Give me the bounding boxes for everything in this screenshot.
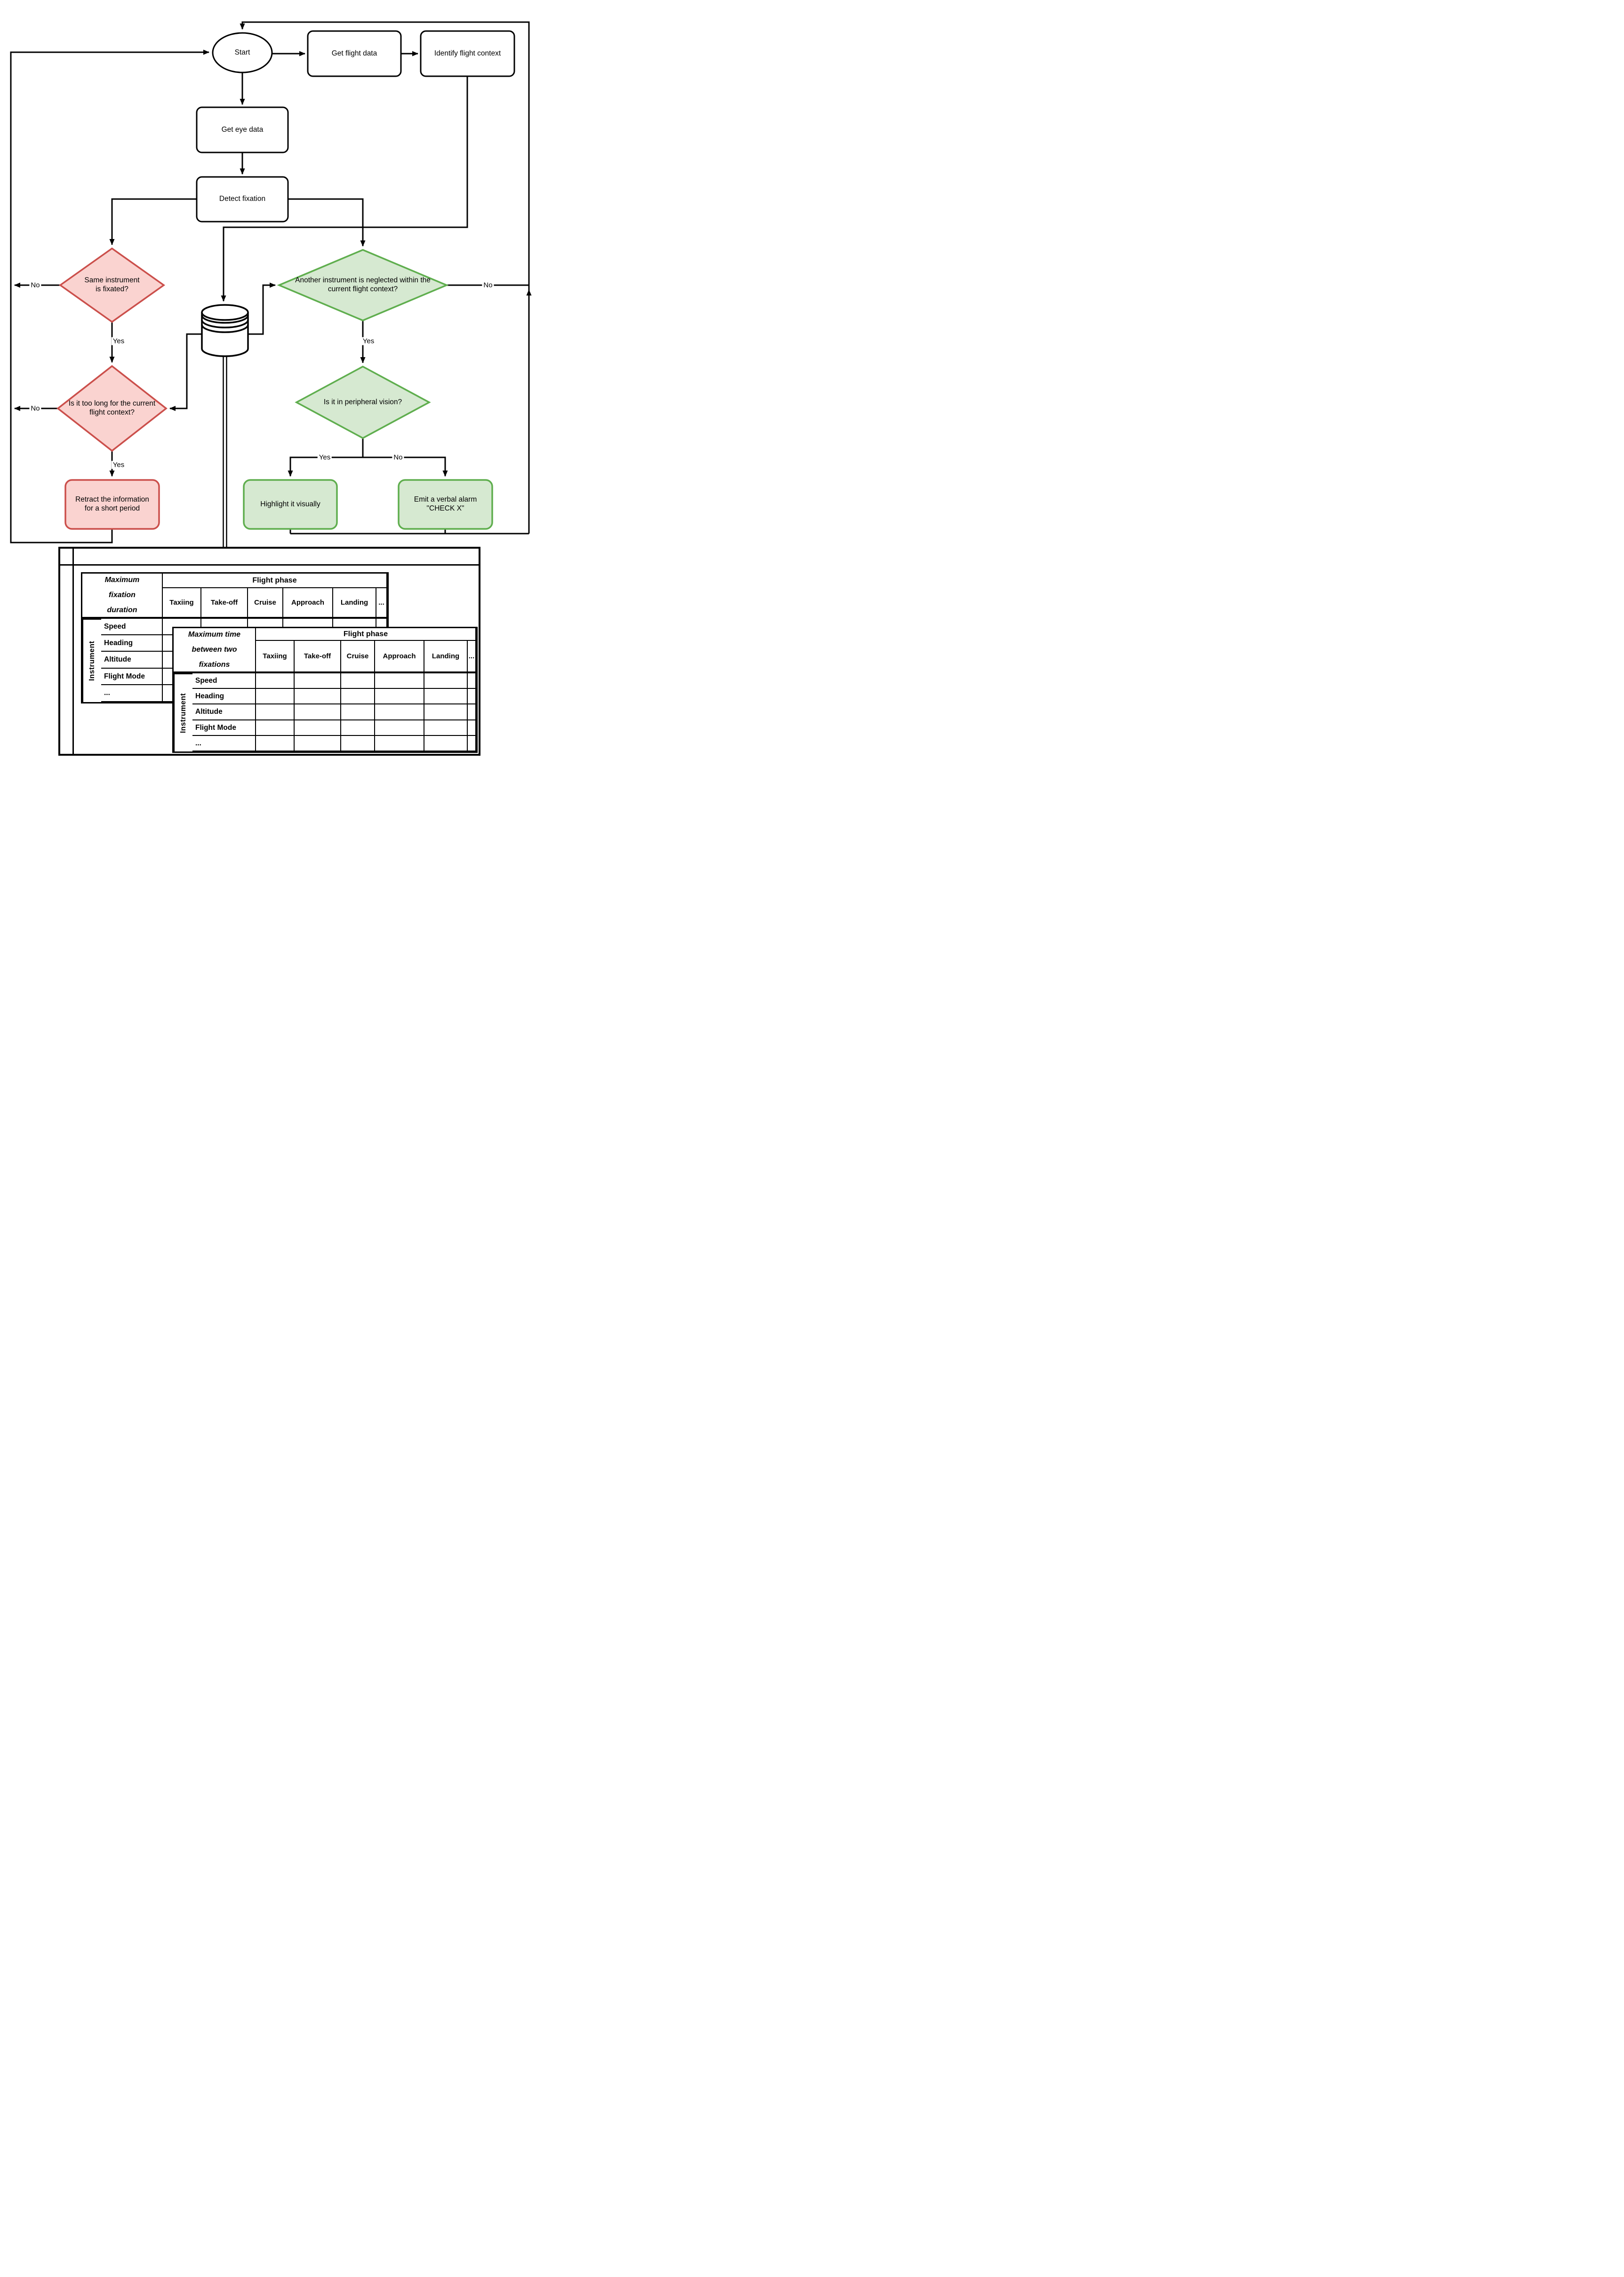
- label-no-too-long: No: [29, 404, 41, 413]
- table2-row-heading: Heading: [192, 689, 256, 704]
- table-empty-cell: [256, 689, 295, 704]
- table1-col-more: ...: [376, 588, 387, 619]
- table-empty-cell: [375, 736, 424, 751]
- table-empty-cell: [468, 673, 476, 689]
- get-eye-data-node: [196, 106, 289, 153]
- detect-fixation-node: [196, 176, 289, 223]
- edge-identify-to-database: [221, 76, 468, 302]
- table1-instrument-header: Instrument: [82, 619, 101, 702]
- table-empty-cell: [295, 720, 341, 736]
- table2-corner-title: Maximum time between two fixations: [174, 628, 256, 673]
- table1-flight-phase-header: Flight phase: [163, 574, 387, 588]
- table-empty-cell: [256, 704, 295, 720]
- table1-row-speed: Speed: [101, 619, 163, 635]
- decision-another-instrument: [277, 249, 449, 321]
- decision-peripheral-vision: [295, 366, 431, 439]
- flowchart-canvas: [10, 21, 532, 547]
- table1-col-takeoff: Take-off: [201, 588, 248, 619]
- table-empty-cell: [341, 720, 375, 736]
- get-flight-data-node: [307, 30, 402, 77]
- table-empty-cell: [256, 673, 295, 689]
- table-time-between-fixations: Maximum time between two fixations Fligh…: [172, 627, 478, 753]
- table-empty-cell: [424, 720, 468, 736]
- table-empty-cell: [424, 689, 468, 704]
- table-empty-cell: [424, 673, 468, 689]
- table-empty-cell: [341, 673, 375, 689]
- table-empty-cell: [424, 704, 468, 720]
- table2-row-speed: Speed: [192, 673, 256, 689]
- table-empty-cell: [341, 689, 375, 704]
- edge-database-to-too-long: [169, 333, 202, 411]
- table-empty-cell: [468, 736, 476, 751]
- table-empty-cell: [256, 720, 295, 736]
- table2-instrument-header: Instrument: [174, 673, 192, 751]
- table-empty-cell: [424, 736, 468, 751]
- label-yes-another-instrument: Yes: [361, 337, 376, 345]
- label-yes-peripheral: Yes: [317, 453, 332, 462]
- database-icon: [201, 304, 249, 357]
- decision-same-instrument: [58, 247, 166, 323]
- retract-information-node: [64, 479, 160, 530]
- decision-too-long: [56, 365, 168, 452]
- table2-col-cruise: Cruise: [341, 641, 375, 673]
- table-empty-cell: [295, 736, 341, 751]
- table2-row-flightmode: Flight Mode: [192, 720, 256, 736]
- table-empty-cell: [341, 736, 375, 751]
- table1-col-cruise: Cruise: [248, 588, 283, 619]
- emit-alarm-node: [398, 479, 493, 530]
- table2-col-takeoff: Take-off: [295, 641, 341, 673]
- table-empty-cell: [375, 720, 424, 736]
- nodes: [56, 30, 515, 530]
- table1-row-heading: Heading: [101, 635, 163, 652]
- table2-col-more: ...: [468, 641, 476, 673]
- table2-row-more: ...: [192, 736, 256, 751]
- table-empty-cell: [341, 704, 375, 720]
- table2-col-landing: Landing: [424, 641, 468, 673]
- start-node: [212, 32, 273, 73]
- table1-col-landing: Landing: [333, 588, 376, 619]
- table2-col-approach: Approach: [375, 641, 424, 673]
- edge-detect-to-another-instrument: [288, 198, 366, 247]
- table-empty-cell: [295, 704, 341, 720]
- table-empty-cell: [256, 736, 295, 751]
- table2-flight-phase-header: Flight phase: [256, 628, 476, 641]
- edge-detect-to-same-instrument: [109, 198, 197, 245]
- edge-peripheral-yes: [288, 456, 363, 477]
- table-empty-cell: [468, 720, 476, 736]
- label-no-peripheral: No: [392, 453, 404, 462]
- label-yes-too-long: Yes: [111, 461, 126, 469]
- table2-row-altitude: Altitude: [192, 704, 256, 720]
- table1-col-approach: Approach: [283, 588, 333, 619]
- panel-left-divider: [72, 549, 74, 754]
- table1-row-flightmode: Flight Mode: [101, 669, 163, 685]
- table-empty-cell: [468, 704, 476, 720]
- database-table-link: [223, 356, 227, 547]
- table-empty-cell: [375, 673, 424, 689]
- table-empty-cell: [468, 689, 476, 704]
- connectors: [10, 21, 532, 543]
- table1-row-altitude: Altitude: [101, 652, 163, 669]
- label-no-same-instrument: No: [29, 281, 41, 289]
- label-yes-same-instrument: Yes: [111, 337, 126, 345]
- flowchart-page: Start Get flight data Identify flight co…: [0, 0, 541, 759]
- table1-row-more: ...: [101, 685, 163, 702]
- panel-top-divider: [60, 564, 479, 566]
- table-empty-cell: [375, 704, 424, 720]
- table-empty-cell: [375, 689, 424, 704]
- table1-corner-title: Maximum fixation duration: [82, 574, 163, 619]
- table1-col-taxiing: Taxiing: [163, 588, 201, 619]
- highlight-visually-node: [243, 479, 338, 530]
- identify-flight-context-node: [420, 30, 515, 77]
- edge-left-loop-to-start: [10, 49, 209, 543]
- edge-loop-to-start-top: [240, 21, 530, 534]
- edge-database-to-another-instrument: [248, 282, 276, 335]
- edge-peripheral-no: [363, 456, 448, 477]
- table2-col-taxiing: Taxiing: [256, 641, 295, 673]
- label-no-another-instrument: No: [482, 281, 494, 289]
- table-empty-cell: [295, 673, 341, 689]
- table-empty-cell: [295, 689, 341, 704]
